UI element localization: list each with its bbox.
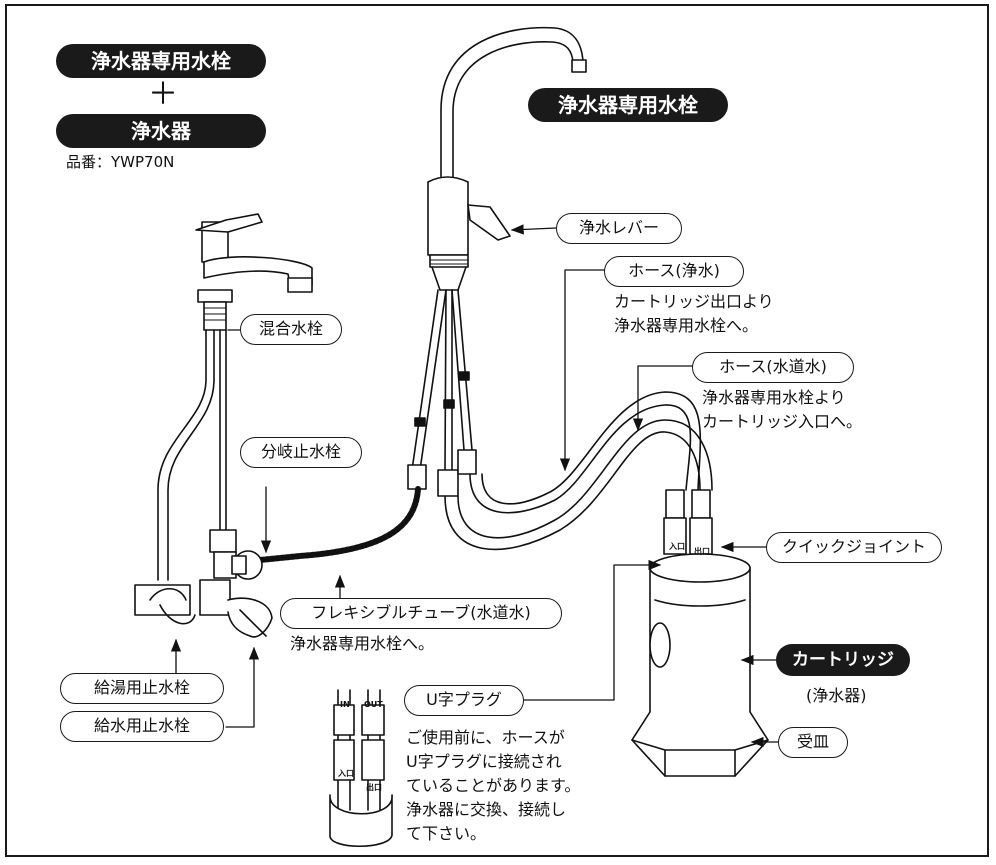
label-tray: 受皿 <box>778 727 848 758</box>
u-plug-in-jp-mark: 入口 <box>338 769 354 778</box>
flexible-tube <box>257 486 421 563</box>
mixing-faucet <box>157 213 313 581</box>
label-mixing-faucet: 混合水栓 <box>240 314 342 345</box>
label-hot-stop: 給湯用止水栓 <box>60 673 224 704</box>
u-plug-illustration <box>329 689 393 848</box>
u-plug-note-4: 浄水器に交換、接続し <box>406 800 567 819</box>
part-number: 品番：YWP70N <box>66 153 175 171</box>
label-hose-tap: ホース(水道水) <box>692 352 854 383</box>
label-branch-faucet: 分岐止水栓 <box>240 437 362 468</box>
diagram-frame <box>5 4 989 857</box>
u-plug-in-mark: IN <box>340 700 350 709</box>
label-u-plug: U字プラグ <box>404 685 524 716</box>
plus-sign: ＋ <box>148 77 178 112</box>
fitting-out-mark: 出口 <box>694 547 710 556</box>
label-quick-joint: クイックジョイント <box>766 532 942 563</box>
hose-tap-desc-2: カートリッジ入口へ。 <box>702 412 863 431</box>
label-cold-stop: 給水用止水栓 <box>60 711 224 742</box>
title-faucet-box: 浄水器専用水栓 <box>56 44 266 78</box>
u-plug-out-jp-mark: 出口 <box>366 783 382 792</box>
leader-lines <box>170 224 779 748</box>
hose-clean-desc-2: 浄水器専用水栓へ。 <box>614 316 759 335</box>
hose-tap-desc-1: 浄水器専用水栓より <box>702 388 846 407</box>
fitting-in-mark: 入口 <box>669 542 685 551</box>
cartridge-sub: (浄水器) <box>806 686 867 705</box>
label-flex-tube: フレキシブルチューブ(水道水) <box>280 598 562 629</box>
purifier-faucet <box>427 26 587 291</box>
cartridge-body <box>631 553 769 777</box>
faucet-hoses <box>407 289 477 497</box>
u-plug-note-2: U字プラグに接続され <box>406 752 562 771</box>
u-plug-note-3: ていることがあります。 <box>406 776 581 795</box>
u-plug-out-mark: OUT <box>364 700 383 709</box>
flex-tube-desc: 浄水器専用水栓へ。 <box>290 634 435 653</box>
valves <box>134 529 273 638</box>
cartridge-hoses <box>444 391 713 555</box>
title-purifier-box: 浄水器 <box>56 114 266 148</box>
u-plug-note-5: て下さい。 <box>406 824 487 843</box>
title-faucet-right-box: 浄水器専用水栓 <box>528 88 728 122</box>
hose-clean-desc-1: カートリッジ出口より <box>614 292 774 311</box>
label-hose-clean: ホース(浄水) <box>604 256 744 287</box>
label-lever: 浄水レバー <box>556 213 682 244</box>
label-cartridge: カートリッジ <box>776 644 910 676</box>
u-plug-note-1: ご使用前に、ホースが <box>406 728 565 747</box>
